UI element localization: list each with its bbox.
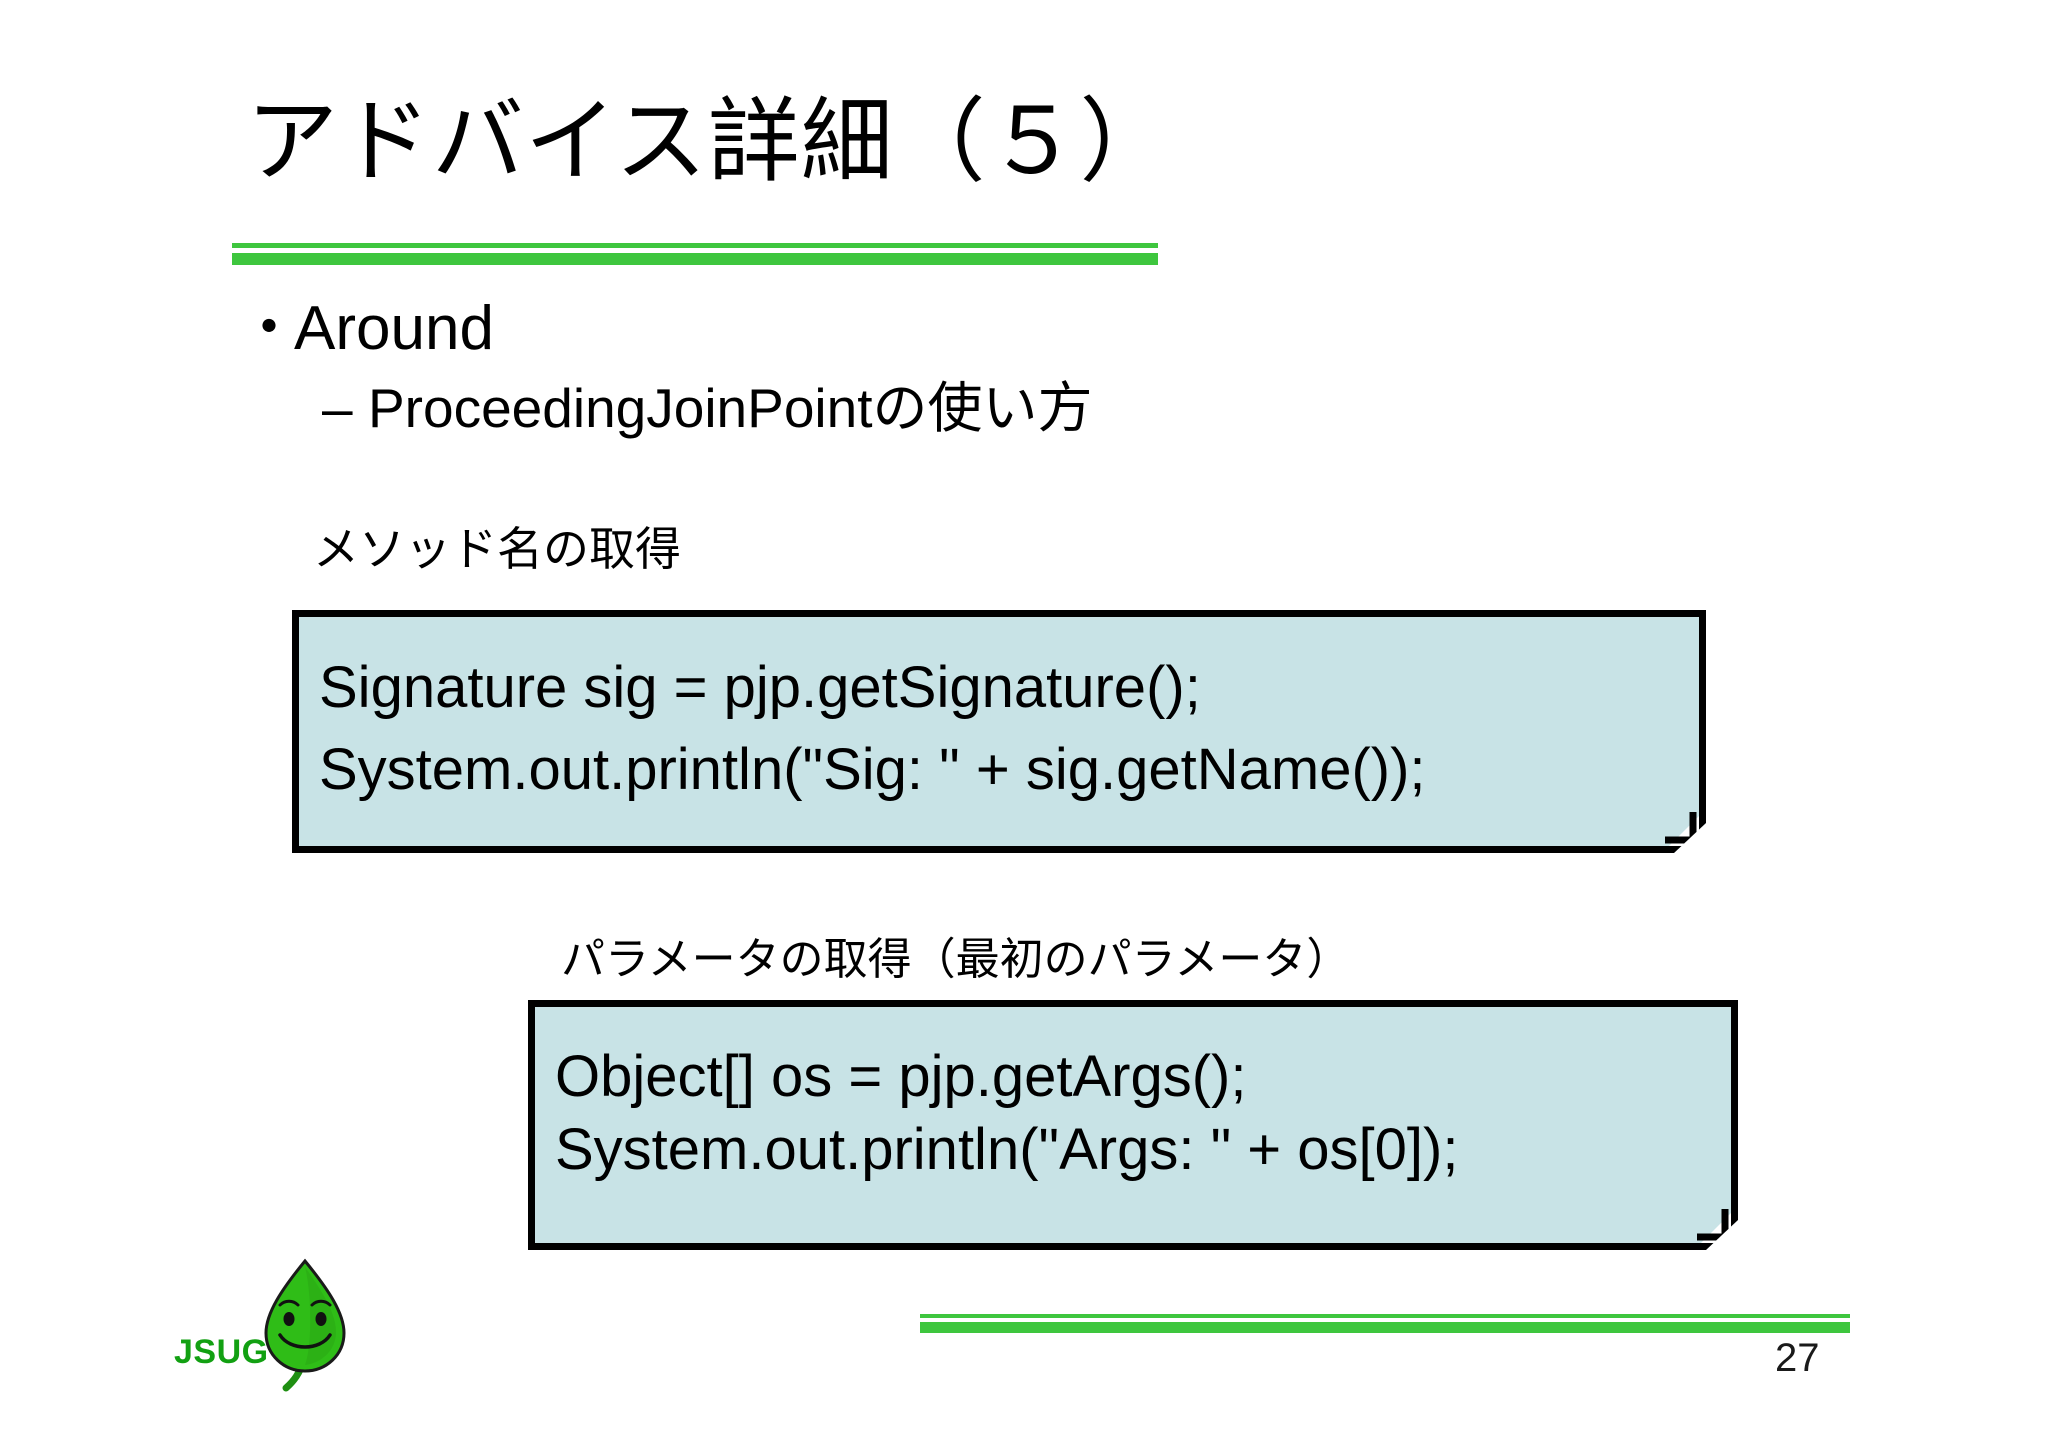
bullet-level1: ・Around [238,296,494,361]
code-caption-method-name: メソッド名の取得 [313,523,681,575]
page-number: 27 [1775,1336,1820,1380]
code-line: System.out.println("Sig: " + sig.getName… [319,737,1426,803]
code-line: Signature sig = pjp.getSignature(); [319,655,1201,720]
title-divider [232,243,1158,265]
bullet-level1-label: Around [294,294,494,363]
code-line: System.out.println("Args: " + os[0]); [555,1116,1459,1182]
code-block-method-name: Signature sig = pjp.getSignature(); Syst… [292,610,1706,853]
leaf-mascot-icon [264,1258,346,1392]
footer-divider-thick-line [920,1322,1850,1333]
code-line: Object[] os = pjp.getArgs(); [555,1044,1247,1109]
title-divider-thin-line [232,243,1158,248]
bullet-level2-label: ProceedingJoinPointの使い方 [368,377,1093,439]
dash-marker-icon: – [322,377,353,439]
jsug-logo-text: JSUG [174,1333,269,1371]
title-divider-thick-line [232,253,1158,265]
bullet-level2: –ProceedingJoinPointの使い方 [322,377,1093,439]
bullet-marker-icon: ・ [238,294,301,363]
code-caption-parameters: パラメータの取得（最初のパラメータ） [561,935,1351,984]
jsug-logo: JSUG [172,1255,362,1415]
folded-corner-icon [1659,806,1699,846]
folded-corner-icon [1691,1203,1731,1243]
footer-divider-thin-line [920,1314,1850,1318]
page-title: アドバイス詳細（５） [246,91,1173,193]
code-block-parameters: Object[] os = pjp.getArgs(); System.out.… [528,1000,1738,1250]
footer-divider [920,1314,1850,1334]
